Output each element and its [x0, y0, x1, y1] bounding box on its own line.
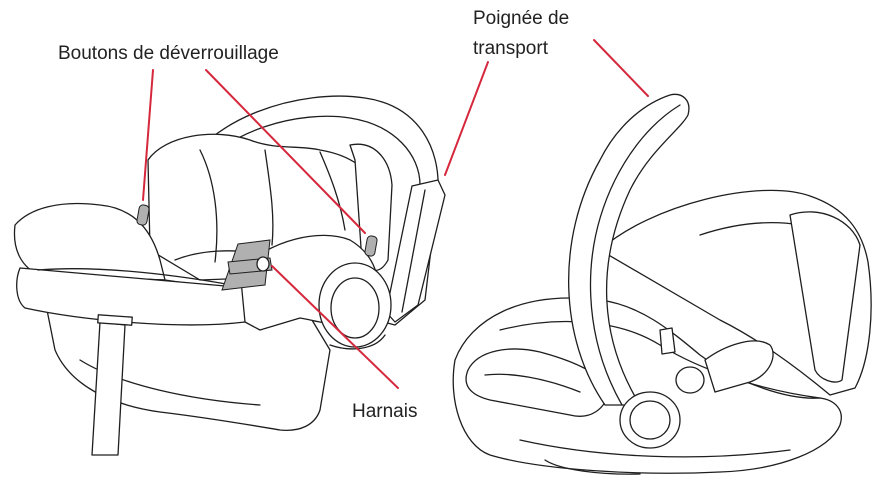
- side-hinge-knob: [676, 367, 704, 393]
- strap-buckle: [98, 315, 132, 325]
- release-button-left: [136, 204, 149, 225]
- side-clip: [660, 328, 675, 354]
- harness-knob: [257, 257, 269, 271]
- label-carry-handle-line2: transport: [473, 38, 548, 60]
- label-release-buttons: Boutons de déverrouillage: [58, 43, 279, 65]
- seat-pivot-hub: [319, 263, 391, 347]
- car-seat-side-view: [453, 94, 871, 474]
- leader-line-handle-left: [445, 62, 488, 175]
- label-harness: Harnais: [352, 401, 417, 423]
- side-rear-hinge: [705, 341, 773, 392]
- leader-line-handle-right: [594, 40, 648, 96]
- label-carry-handle-line1: Poignée de: [473, 8, 569, 30]
